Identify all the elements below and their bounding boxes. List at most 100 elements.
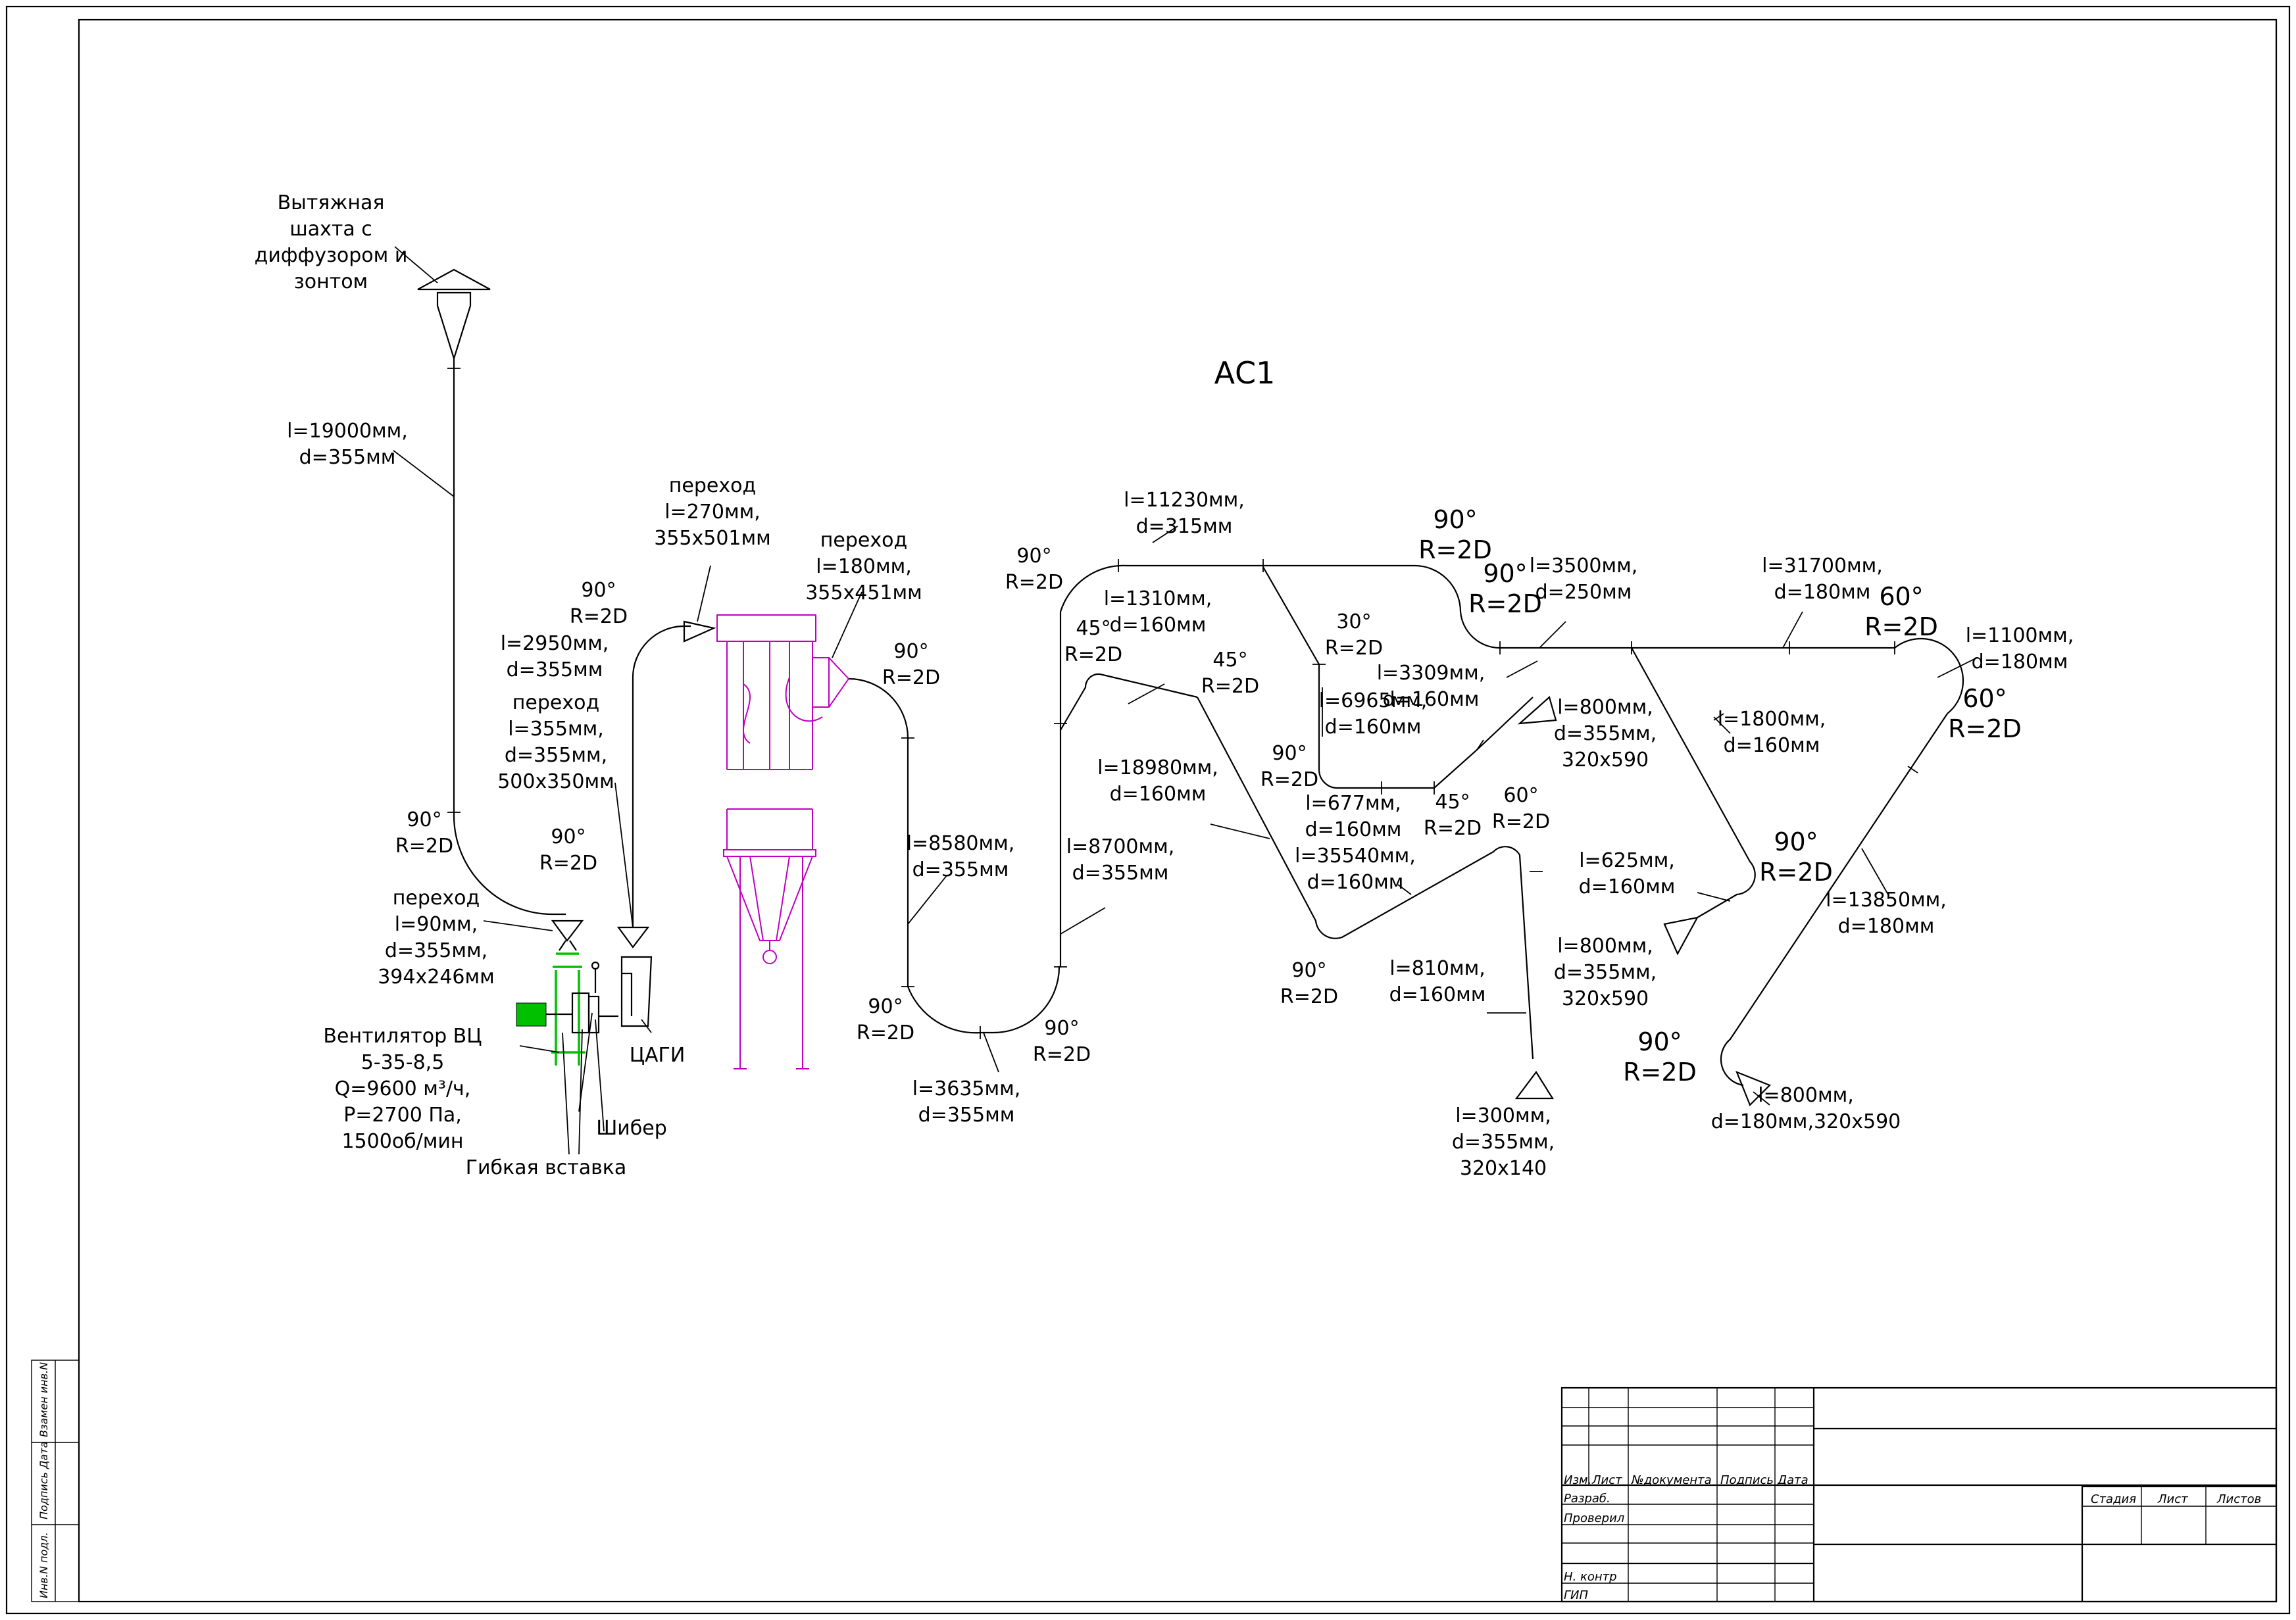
label-fan-line: 1500об/мин [341,1130,463,1153]
duct-fan-to-cyclone [632,625,691,927]
outlet-b [1663,916,1699,956]
label-duct-8580-line: d=355мм [912,858,1009,881]
label-duct-3500-line: d=250мм [1535,581,1632,604]
label-duct-8580: l=8580мм, d=355мм [907,832,1015,881]
label-elbow-s: 90°R=2D [1759,827,1833,887]
label-elbow-b: 90° R=2D [539,825,597,875]
duct-riser-8700 [1059,564,1501,967]
transition-90 [551,920,584,942]
label-duct-19000-line: d=355мм [299,446,396,469]
label-elbow-a: 90°R=2D [395,808,453,858]
label-elbow-n-line: 90° [1291,959,1326,982]
label-elbow-c-line: 90° [581,579,616,602]
label-elbow-m: 60°R=2D [1492,784,1550,833]
label-elbow-f: 90°R=2D [1033,1017,1091,1066]
label-duct-19000-line: l=19000мм, [287,420,408,443]
label-outlet-300: l=300мм,d=355мм,320x140 [1452,1104,1555,1180]
label-outlet-800-c: l=800мм,d=180мм,320x590 [1711,1084,1901,1133]
label-flex-line: Гибкая вставка [466,1156,627,1179]
label-duct-31700: l=31700мм,d=180мм [1762,554,1883,604]
label-elbow-o-line: R=2D [1418,535,1492,564]
sidebar-cell-signature: Подпись Дата [37,1442,50,1519]
label-elbow-p: 90°R=2D [1468,559,1542,618]
label-elbow-s-line: 90° [1774,827,1818,856]
label-elbow-n: 90°R=2D [1280,959,1338,1008]
label-duct-625: l=625мм,d=160мм [1579,849,1676,898]
label-elbow-b-line: 90° [551,825,586,848]
label-duct-35540-line: l=35540мм, [1295,845,1416,868]
label-elbow-l-line: 45° [1435,791,1470,814]
tb-row-developer: Разраб. [1564,1492,1610,1506]
label-fan-line: Р=2700 Па, [343,1104,462,1127]
label-duct-677-line: l=677мм, [1305,792,1401,815]
outlet-c [1514,1071,1554,1100]
duct-branch-6965 [1262,566,1534,789]
duct-main-31700 [1500,637,1964,714]
label-shaft-line: Вытяжная [278,191,385,214]
label-shiber-line: Шибер [596,1117,667,1140]
label-duct-1310-line: l=1310мм, [1104,587,1212,610]
tb-row-checker: Проверил [1564,1511,1624,1525]
label-shaft-line: зонтом [294,270,368,293]
label-trans-90-line: d=355мм, [385,939,487,962]
label-duct-8700: l=8700мм,d=355мм [1066,835,1175,885]
label-duct-1310: l=1310мм, d=160мм [1104,587,1212,637]
label-elbow-j-line: R=2D [1325,637,1383,660]
label-duct-31700-line: d=180мм [1774,581,1871,604]
label-trans-355-line: 500x350мм [497,770,614,793]
label-outlet-300-line: 320x140 [1460,1157,1547,1180]
label-duct-18980-line: l=18980мм, [1097,756,1218,779]
sidebar-cell-inventory: Инв.N подл. [37,1532,50,1598]
label-outlet-800-a-line: 320x590 [1562,749,1649,772]
exhaust-shaft [417,268,491,361]
label-elbow-m-line: 60° [1503,784,1538,807]
label-duct-1310-line: d=160мм [1110,614,1207,637]
label-flex: Гибкая вставка [466,1156,627,1179]
label-elbow-i-line: R=2D [1201,675,1259,698]
label-duct-1100-line: l=1100мм, [1966,624,2074,647]
label-duct-13850-line: l=13850мм, [1826,889,1947,912]
label-elbow-p-line: R=2D [1468,589,1542,618]
label-elbow-f-line: R=2D [1033,1043,1091,1066]
label-elbow-k-line: R=2D [1260,768,1318,791]
label-trans-180-line: l=180мм, [816,555,912,578]
tb-header-document: №документа [1631,1473,1712,1487]
label-trans-270-line: переход [669,474,756,497]
label-duct-2950: l=2950мм,d=355мм [501,632,609,681]
label-fan-line: Q=9600 м³/ч, [335,1077,471,1100]
duct-cyclone-outlet [848,677,984,1034]
label-duct-8580-line: l=8580мм, [907,832,1015,855]
label-elbow-l-line: R=2D [1424,817,1482,840]
label-shiber: Шибер [596,1117,667,1140]
duct-network [447,358,1964,1087]
label-duct-1100-line: d=180мм [1972,650,2068,674]
drawing-frame [5,5,2291,1615]
label-duct-3309: l=3309мм,d=160мм [1377,662,1485,711]
label-trans-270-line: 355x501мм [654,527,771,550]
label-duct-11230-line: d=315мм [1136,515,1233,538]
label-elbow-b-line: R=2D [539,852,597,875]
sidebar-cell-replacement: Взамен инв.N [37,1362,50,1437]
label-duct-3309-line: d=160мм [1383,688,1480,711]
transition-270 [683,620,716,643]
label-duct-13850-line: d=180мм [1838,915,1935,938]
label-elbow-r: 60°R=2D [1948,684,2022,743]
tb-header-date: Дата [1777,1473,1809,1487]
label-elbow-q-line: 60° [1879,582,1923,611]
label-elbow-j-line: 30° [1336,610,1371,633]
label-elbow-g: 90°R=2D [1005,545,1063,594]
label-elbow-g-line: 90° [1016,545,1051,568]
label-duct-1800-line: l=1800мм, [1718,708,1826,731]
label-elbow-h: 45°R=2D [1064,617,1122,666]
label-trans-355-line: l=355мм, [508,718,604,741]
label-elbow-d-line: R=2D [882,666,940,689]
label-elbow-k: 90°R=2D [1260,742,1318,791]
tb-header-signature: Подпись [1720,1473,1774,1487]
cyclone [716,614,850,1069]
label-trans-90-line: 394x246мм [378,966,495,989]
label-outlet-800-a-line: l=800мм, [1557,696,1653,719]
label-elbow-q-line: R=2D [1864,612,1938,641]
